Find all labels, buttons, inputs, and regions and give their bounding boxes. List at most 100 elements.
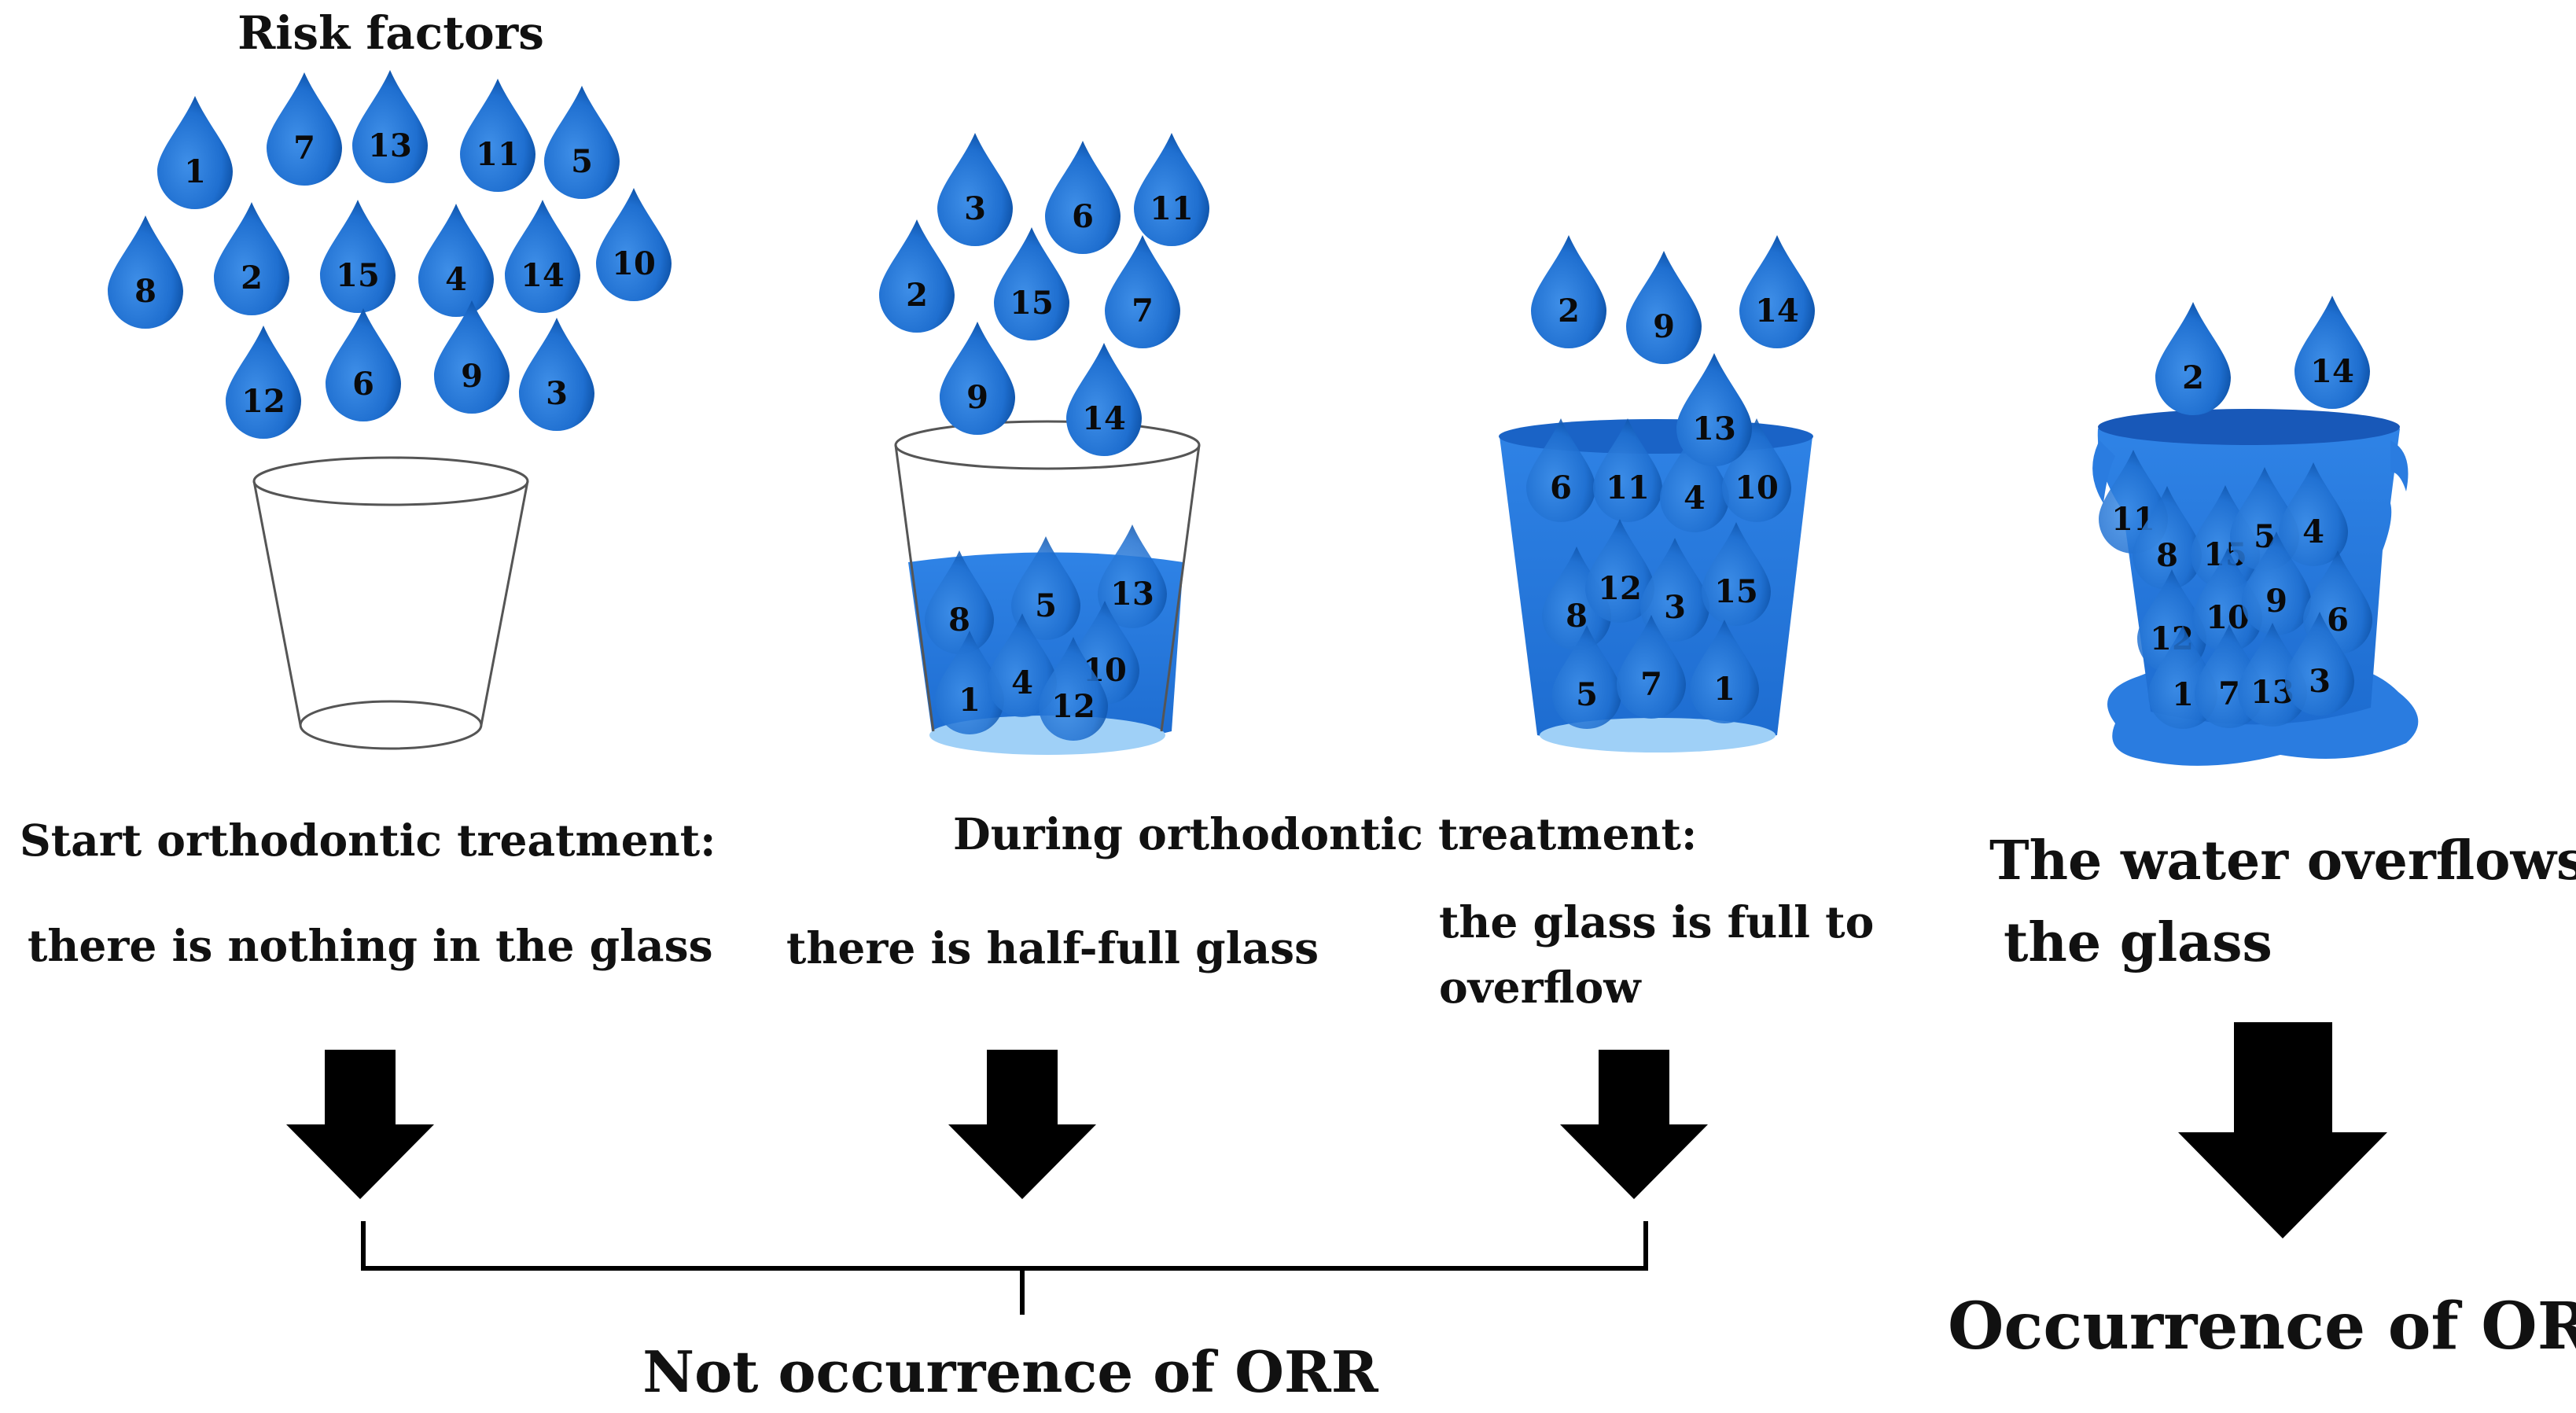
- drop-label: 1: [2172, 676, 2194, 713]
- water-drop-2: 2: [879, 219, 955, 333]
- water-drop-1: 1: [935, 631, 1004, 734]
- drop-label: 15: [1714, 573, 1758, 610]
- water-drop-7: 7: [1617, 615, 1686, 719]
- water-drop-14: 14: [1066, 343, 1142, 456]
- water-drop-9: 9: [2242, 532, 2311, 635]
- drop-shape: [925, 550, 994, 654]
- drop-shape: [937, 133, 1013, 246]
- drop-shape: [352, 70, 428, 183]
- water-drop-8: 8: [108, 215, 183, 329]
- drop-label: 12: [241, 383, 285, 420]
- panel-overflowing-glass: 118155412109617133 214 The water overflo…: [1989, 296, 2576, 974]
- down-arrow-4: [2178, 1022, 2387, 1238]
- drop-label: 4: [2302, 513, 2324, 550]
- water-drop-4: 4: [418, 204, 494, 317]
- panel-4-caption-line-2: the glass: [2004, 911, 2272, 974]
- water-drop-6: 6: [1526, 418, 1595, 522]
- drop-shape: [1066, 343, 1142, 456]
- drop-label: 8: [134, 273, 156, 310]
- drop-label: 12: [1598, 570, 1642, 607]
- drop-label: 2: [241, 259, 263, 296]
- drop-label: 11: [1150, 190, 1194, 227]
- occurrence-label: Occurrence of ORR: [1948, 1289, 2576, 1364]
- drop-label: 15: [1010, 285, 1054, 322]
- drop-label: 2: [906, 277, 928, 314]
- panel-3-caption-line-1: the glass is full to: [1439, 896, 1874, 948]
- drop-shape: [2294, 296, 2370, 409]
- water-drop-2: 2: [1531, 235, 1606, 348]
- water-drop-5: 5: [1552, 625, 1621, 729]
- drop-shape: [267, 72, 342, 186]
- drop-label: 7: [1132, 293, 1154, 329]
- drops-in-glass-4: 118155412109617133: [2099, 450, 2372, 729]
- down-arrow-2: [948, 1050, 1096, 1199]
- drop-shape: [2285, 612, 2354, 716]
- drop-label: 8: [2156, 537, 2178, 574]
- panel-1-caption-line-1: there is nothing in the glass: [28, 920, 713, 971]
- drop-shape: [1722, 418, 1791, 522]
- drop-label: 6: [352, 366, 374, 403]
- drop-label: 3: [964, 190, 986, 227]
- panel-4-caption-line-1: The water overflows: [1989, 830, 2576, 892]
- drop-shape: [2279, 462, 2348, 566]
- drop-label: 2: [2182, 359, 2204, 396]
- panel-2-caption-line-1: there is half-full glass: [786, 922, 1319, 973]
- drop-label: 3: [2309, 663, 2331, 700]
- water-drop-3: 3: [1640, 538, 1709, 642]
- grouping-bracket: [361, 1221, 1648, 1315]
- water-drop-13: 13: [352, 70, 428, 183]
- drop-shape: [2238, 623, 2307, 727]
- drop-shape: [988, 613, 1057, 717]
- drop-label: 1: [959, 682, 981, 719]
- drop-shape: [320, 200, 396, 313]
- drop-label: 5: [1576, 676, 1598, 713]
- water-drop-15: 15: [320, 200, 396, 313]
- drop-shape: [1105, 235, 1180, 348]
- drop-shape: [1660, 429, 1729, 532]
- drop-shape: [544, 86, 620, 199]
- drop-label: 14: [1755, 293, 1799, 329]
- water-drop-15: 15: [994, 227, 1069, 340]
- drop-label: 5: [571, 143, 593, 180]
- drop-shape: [2242, 532, 2311, 635]
- drop-label: 7: [293, 130, 315, 167]
- drop-label: 10: [1735, 469, 1779, 506]
- drop-label: 11: [1606, 469, 1650, 506]
- water-drop-3: 3: [937, 133, 1013, 246]
- drop-shape: [1702, 522, 1771, 626]
- water-drop-14: 14: [1739, 235, 1815, 348]
- water-drop-2: 2: [214, 202, 289, 315]
- drop-label: 8: [948, 602, 970, 638]
- drop-shape: [1039, 637, 1108, 741]
- drop-shape: [157, 96, 233, 209]
- drop-shape: [596, 188, 672, 301]
- drop-label: 3: [546, 375, 568, 412]
- drop-label: 3: [1664, 589, 1686, 626]
- water-drop-9: 9: [1626, 251, 1702, 364]
- drop-shape: [1045, 141, 1121, 254]
- drop-label: 2: [1558, 293, 1580, 329]
- drop-shape: [2155, 302, 2231, 415]
- water-drop-8: 8: [2133, 486, 2202, 590]
- drop-shape: [1542, 546, 1611, 650]
- drop-label: 9: [966, 379, 988, 416]
- drop-label: 9: [2265, 583, 2287, 620]
- panel-1-heading: Start orthodontic treatment:: [20, 815, 716, 866]
- drop-shape: [2133, 486, 2202, 590]
- drop-shape: [434, 300, 510, 414]
- drop-label: 14: [2310, 353, 2354, 390]
- drop-label: 5: [1035, 587, 1057, 624]
- drop-shape: [326, 308, 401, 421]
- water-drop-5: 5: [1011, 536, 1080, 640]
- drop-shape: [1593, 418, 1662, 522]
- drop-shape: [226, 326, 301, 439]
- water-drop-11: 11: [1134, 133, 1209, 246]
- water-drop-6: 6: [326, 308, 401, 421]
- water-drop-14: 14: [505, 200, 580, 313]
- water-drop-13: 13: [1098, 524, 1167, 628]
